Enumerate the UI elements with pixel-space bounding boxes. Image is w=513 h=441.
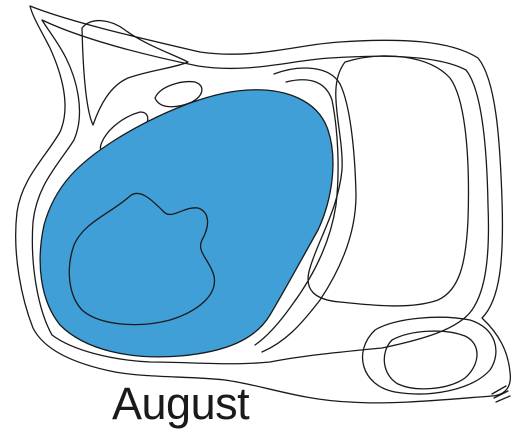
month-caption: August — [112, 378, 249, 430]
